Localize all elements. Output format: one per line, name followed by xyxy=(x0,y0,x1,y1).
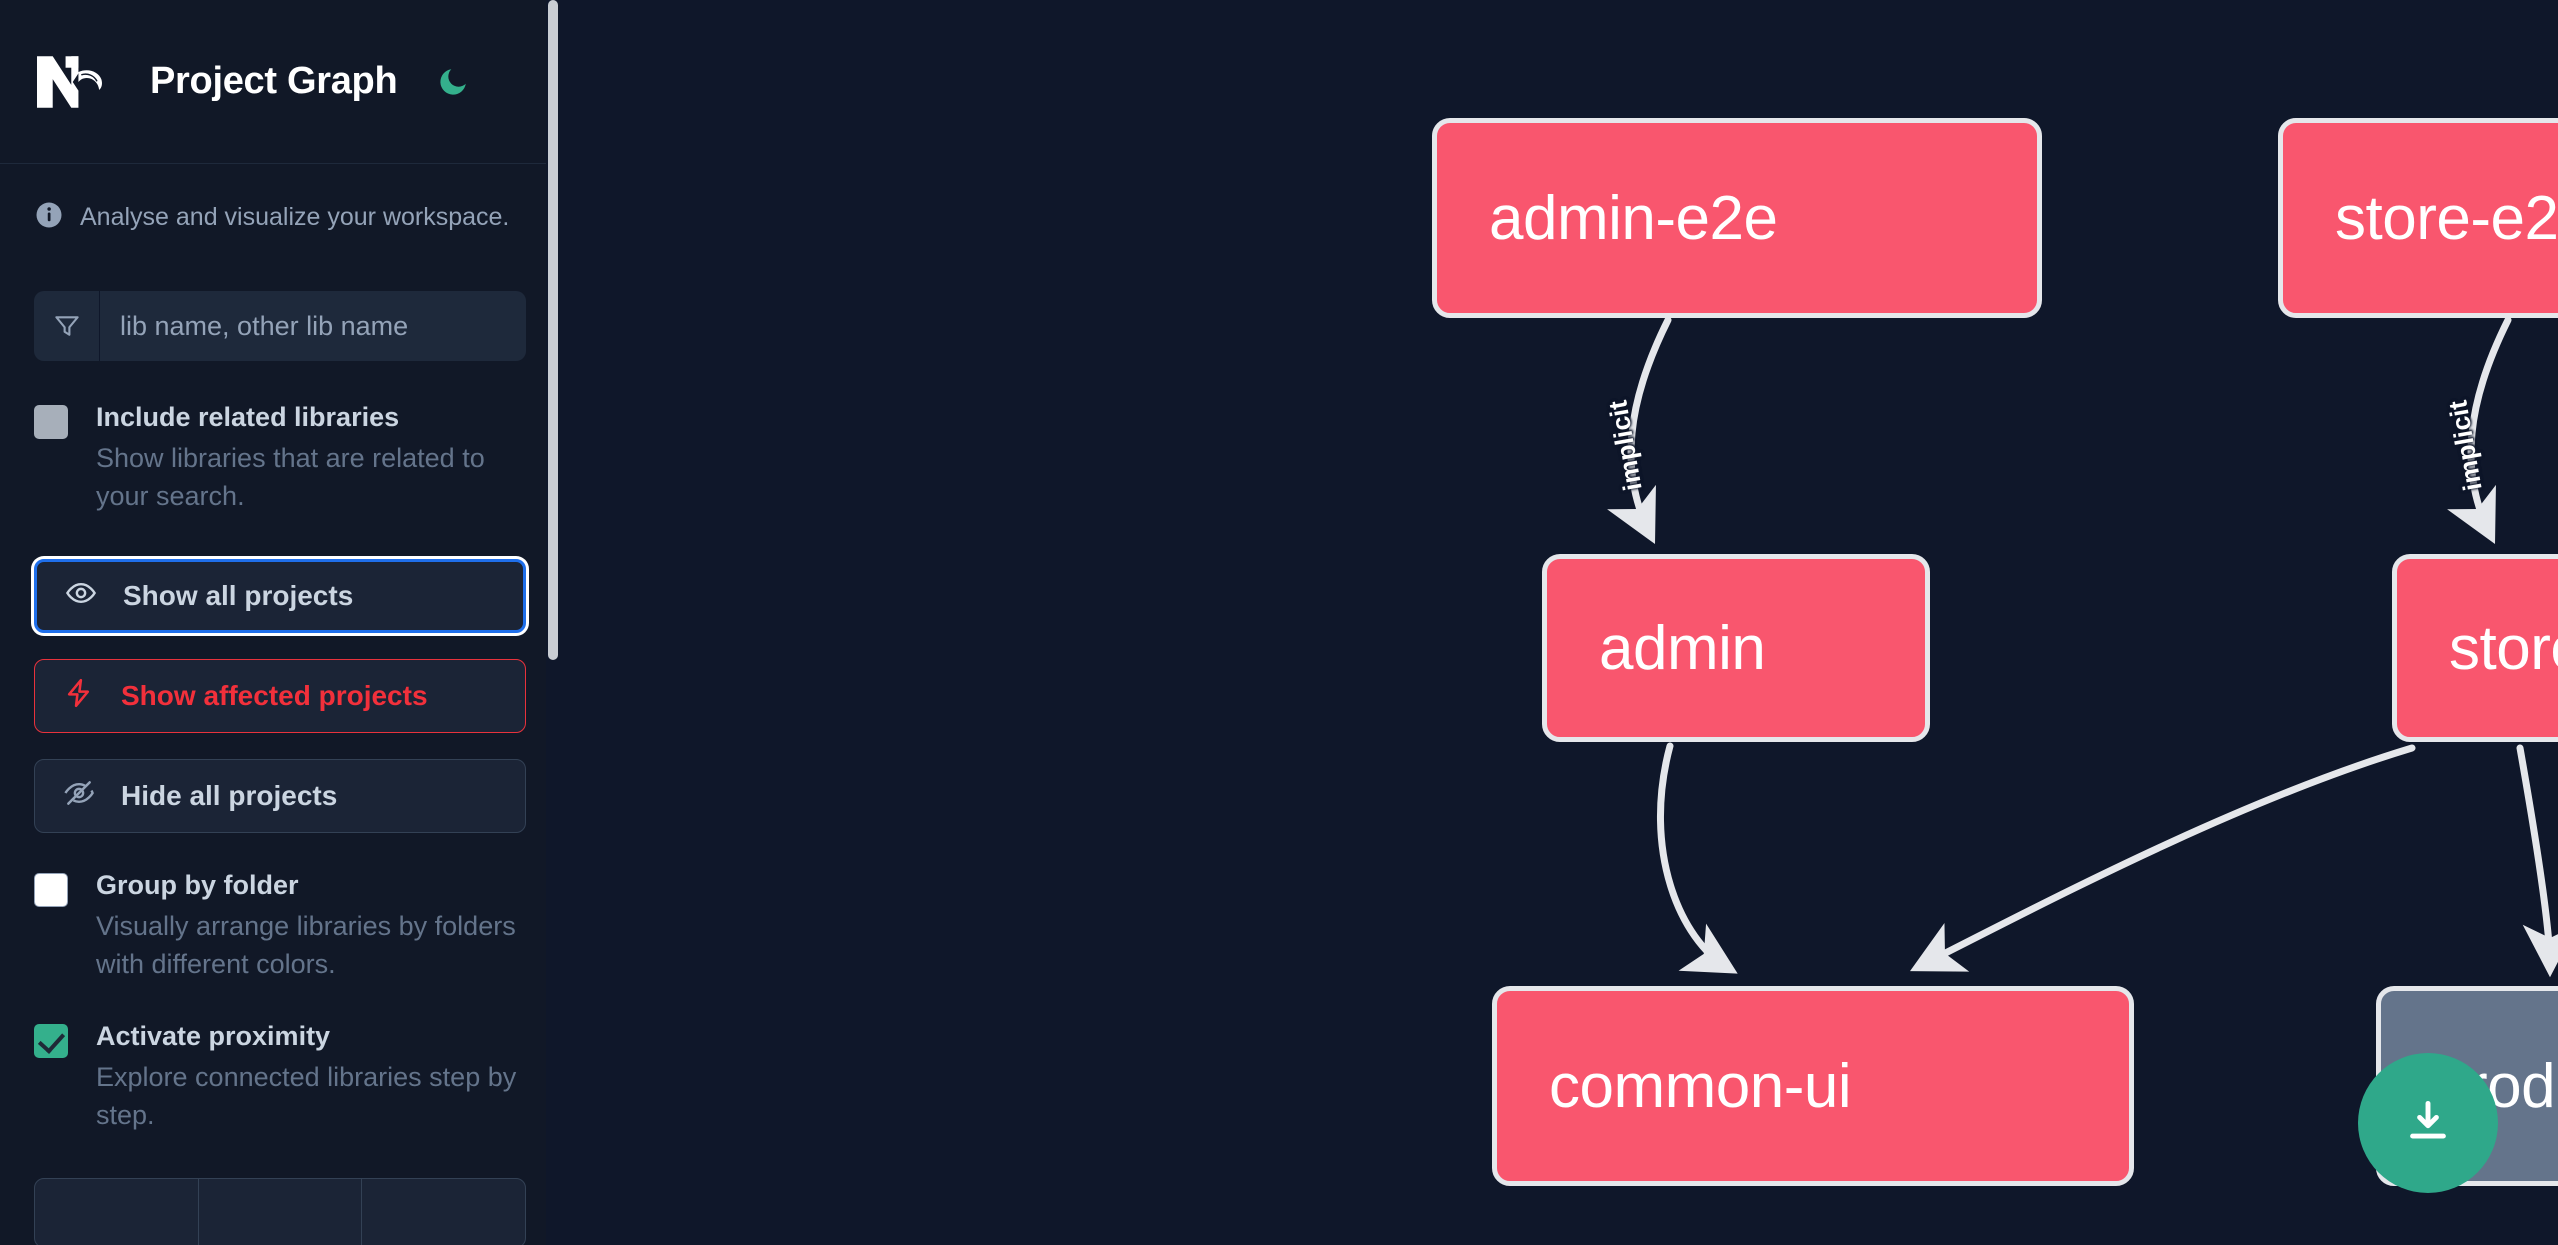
bolt-icon xyxy=(63,677,95,716)
option-description: Visually arrange libraries by folders wi… xyxy=(96,911,516,980)
nx-logo-icon xyxy=(34,52,120,112)
edge-admin-common-ui xyxy=(1656,742,1738,974)
graph-edges xyxy=(1607,316,2558,978)
sidebar: Project Graph Analyse and visualize your… xyxy=(0,0,560,1245)
edge-store-products xyxy=(2516,744,2558,978)
group-by-folder-checkbox[interactable] xyxy=(34,873,68,908)
option-group-by-folder[interactable]: Group by folder Visually arrange librari… xyxy=(34,869,526,983)
filter-bar xyxy=(34,291,526,361)
download-icon xyxy=(2410,1100,2446,1139)
moon-icon[interactable] xyxy=(427,56,479,108)
show-all-projects-button[interactable]: Show all projects xyxy=(34,559,526,634)
hide-all-projects-label: Hide all projects xyxy=(121,780,338,812)
info-icon xyxy=(34,200,64,235)
edge-store-e2e-store xyxy=(2447,316,2512,545)
download-button[interactable] xyxy=(2358,1053,2498,1193)
hide-all-projects-button[interactable]: Hide all projects xyxy=(34,759,526,834)
option-include-related-libraries[interactable]: Include related libraries Show libraries… xyxy=(34,401,526,515)
node-label: admin-e2e xyxy=(1489,183,1778,253)
eye-off-icon xyxy=(63,777,95,816)
search-input[interactable] xyxy=(100,291,526,361)
segmented-control-option[interactable] xyxy=(35,1179,199,1245)
show-affected-projects-button[interactable]: Show affected projects xyxy=(34,659,526,734)
sidebar-header: Project Graph xyxy=(0,0,560,164)
tagline: Analyse and visualize your workspace. xyxy=(0,164,560,235)
graph-node-admin[interactable]: admin xyxy=(1542,554,1930,742)
show-affected-projects-label: Show affected projects xyxy=(121,680,428,712)
sidebar-body: Include related libraries Show libraries… xyxy=(0,291,560,1245)
option-description: Show libraries that are related to your … xyxy=(96,442,485,512)
eye-icon xyxy=(65,577,97,616)
node-label: admin xyxy=(1599,613,1766,683)
node-label: common-ui xyxy=(1549,1051,1852,1121)
option-label: Activate proximity xyxy=(96,1020,331,1051)
include-related-libraries-checkbox[interactable] xyxy=(34,405,68,439)
segmented-control-option[interactable] xyxy=(362,1179,525,1245)
segmented-control[interactable] xyxy=(34,1178,526,1245)
tagline-text: Analyse and visualize your workspace. xyxy=(80,203,510,231)
edge-admin-e2e-admin xyxy=(1607,316,1672,545)
segmented-control-option[interactable] xyxy=(199,1179,363,1245)
funnel-icon xyxy=(34,291,100,361)
graph-node-store-e2e[interactable]: store-e2e xyxy=(2278,118,2558,318)
option-label: Group by folder xyxy=(96,870,299,901)
option-label: Include related libraries xyxy=(96,402,400,432)
graph-node-common-ui[interactable]: common-ui xyxy=(1492,986,2134,1186)
node-label: store-e2e xyxy=(2335,183,2558,253)
option-description: Explore connected libraries step by step… xyxy=(96,1061,517,1130)
activate-proximity-checkbox[interactable] xyxy=(34,1023,68,1058)
button-stack: Show all projects Show affected projects xyxy=(34,559,526,834)
graph-node-store[interactable]: store xyxy=(2392,554,2558,742)
sidebar-scrollbar[interactable] xyxy=(546,0,560,1245)
show-all-projects-label: Show all projects xyxy=(123,580,354,612)
option-activate-proximity[interactable]: Activate proximity Explore connected lib… xyxy=(34,1020,526,1134)
graph-node-admin-e2e[interactable]: admin-e2e xyxy=(1432,118,2042,318)
sidebar-scroll-area[interactable]: Project Graph Analyse and visualize your… xyxy=(0,0,560,1245)
page-title: Project Graph xyxy=(150,60,398,102)
graph-canvas[interactable]: admin-e2e store-e2e admin store common-u… xyxy=(560,0,2558,1245)
node-label: store xyxy=(2449,613,2558,683)
sidebar-scrollbar-thumb[interactable] xyxy=(548,0,558,660)
edge-store-common-ui xyxy=(1910,744,2416,972)
